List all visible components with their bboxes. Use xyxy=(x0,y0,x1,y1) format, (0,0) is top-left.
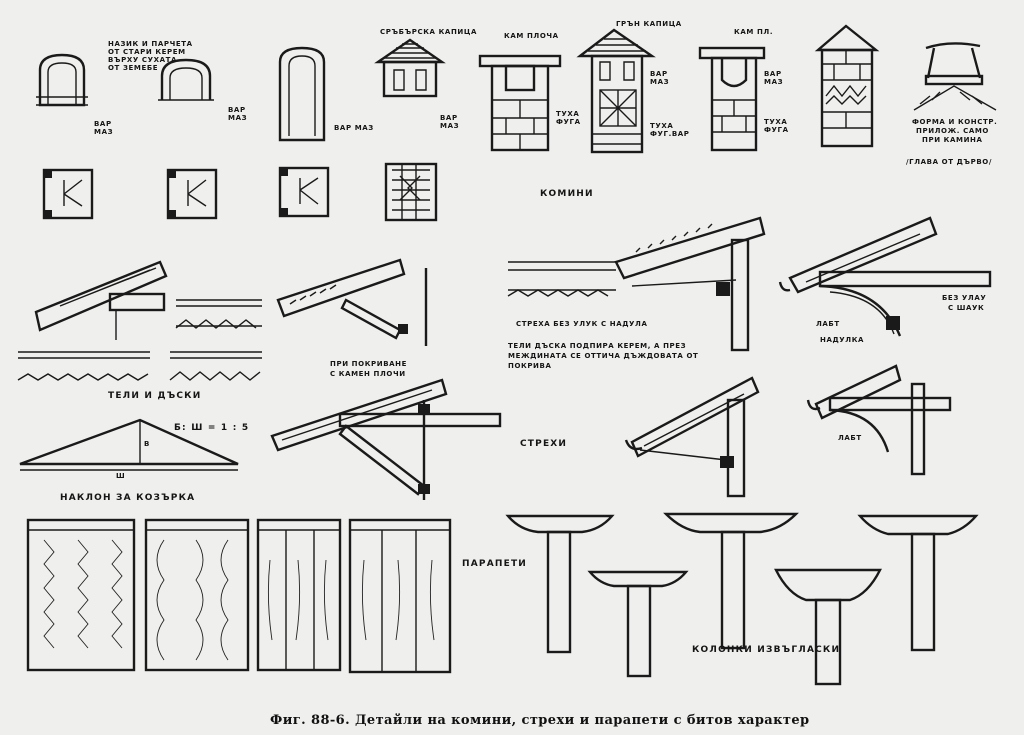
plan-section-2 xyxy=(166,168,218,220)
chimney-cap-tiled xyxy=(374,38,446,98)
chimney-tiled-cap-2 xyxy=(576,28,656,154)
chimney-wood-head xyxy=(913,42,997,111)
arch-window-1 xyxy=(36,53,88,107)
streha-bez-ulluk-label: СТРЕХА БЕЗ УЛУК С НАДУЛА xyxy=(516,320,647,328)
column-capital-3 xyxy=(663,512,799,650)
teli-boards-strips xyxy=(17,299,262,381)
var-maz-1a: ВАР xyxy=(94,120,112,128)
arch-frame-3 xyxy=(278,46,326,142)
tuha-fug-2a: ТУХА xyxy=(650,122,673,130)
panel-pattern-3 xyxy=(256,518,342,672)
tuha-fug-3b: ФУГА xyxy=(764,126,789,134)
sh-label: Ш xyxy=(116,472,125,480)
panel-pattern-4 xyxy=(348,518,452,674)
var-maz-3: ВАР МАЗ xyxy=(334,124,374,132)
teli-note-2: МЕЖДИНАТА СЕ ОТТИЧА ДЪЖДОВАТА ОТ xyxy=(508,352,698,360)
arch-note-line-2: ОТ СТАРИ КЕРЕМ xyxy=(108,48,186,56)
pri-pokrivane-1: ПРИ ПОКРИВАНЕ xyxy=(330,360,407,368)
forma-note-2: ПРИЛОЖ. САМО xyxy=(916,127,989,135)
bez-ulluk-2a: БЕЗ УЛАУ xyxy=(942,294,986,302)
ratio-label: Б: Ш = 1 : 5 xyxy=(174,423,249,433)
column-capital-4 xyxy=(774,568,882,686)
nadulka-label: НАДУЛКА xyxy=(820,336,864,344)
komini-label: КОМИНИ xyxy=(540,189,594,199)
chimney-stone-3 xyxy=(698,46,766,152)
arch-window-2 xyxy=(158,58,214,101)
tuha-fug-1b: ФУГА xyxy=(556,118,581,126)
eave-bracket-center xyxy=(270,378,502,500)
chimney-stone-4 xyxy=(814,24,880,148)
parapeti-label: ПАРАПЕТИ xyxy=(462,559,527,569)
plan-section-4 xyxy=(384,162,438,222)
forma-note-4: /ГЛАВА ОТ ДЪРВО/ xyxy=(906,158,992,166)
var-maz-6b: МАЗ xyxy=(764,78,783,86)
arch-note-line-4: ОТ ЗЕМЕБЕ xyxy=(108,64,158,72)
labt-1-label: ЛАБТ xyxy=(816,320,840,328)
arch-note-line-1: НАЗИК И ПАРЧЕТА xyxy=(108,40,193,48)
arch-note-line-3: ВЪРХУ СУХАТА xyxy=(108,56,177,64)
teli-note-3: ПОКРИВА xyxy=(508,362,551,370)
forma-note-1: ФОРМА И КОНСТР. xyxy=(912,118,997,126)
eave-detail-1 xyxy=(34,260,168,340)
var-maz-2b: МАЗ xyxy=(228,114,247,122)
var-maz-6a: ВАР xyxy=(764,70,782,78)
b-label: В xyxy=(144,440,150,448)
column-capital-2 xyxy=(587,570,689,678)
eave-bracket-right xyxy=(778,216,992,337)
strehi-label: СТРЕХИ xyxy=(520,439,567,449)
forma-note-3: ПРИ КАМИНА xyxy=(922,136,983,144)
roof-pitch-triangle xyxy=(19,418,239,471)
bez-ulluk-2b: С ШАУК xyxy=(948,304,984,312)
var-maz-1b: МАЗ xyxy=(94,128,113,136)
grad-kapica-label: ГРЪН КАПИЦА xyxy=(616,20,682,28)
eave-stepped-tiles xyxy=(507,216,766,352)
column-capital-1 xyxy=(505,514,615,654)
tuha-fug-3a: ТУХА xyxy=(764,118,787,126)
var-maz-5a: ВАР xyxy=(650,70,668,78)
column-capital-5 xyxy=(857,514,979,652)
var-maz-2a: ВАР xyxy=(228,106,246,114)
tuha-fug-1a: ТУХА xyxy=(556,110,579,118)
eave-detail-stone xyxy=(276,258,428,346)
naklon-label: НАКЛОН ЗА КОЗЪРКА xyxy=(60,493,195,503)
plan-section-1 xyxy=(42,168,94,220)
kerem-cap-label: СРЪБЪРСКА КАПИЦА xyxy=(380,28,477,36)
teli-note-1: ТЕЛИ ДЪСКА ПОДПИРА КЕРЕМ, А ПРЕЗ xyxy=(508,342,686,350)
var-maz-4a: ВАР xyxy=(440,114,458,122)
kam-pl-label: КАМ ПЛ. xyxy=(734,28,773,36)
kolonki-label: КОЛОНКИ ИЗВЪГЛАСКИ xyxy=(692,645,840,655)
labt-2-label: ЛАБТ xyxy=(838,434,862,442)
panel-pattern-2 xyxy=(144,518,250,672)
eave-gutter-1 xyxy=(624,376,760,498)
figure-caption: Фиг. 88-6. Детайли на комини, стрехи и п… xyxy=(270,713,810,728)
tuha-fug-2b: ФУГ.ВАР xyxy=(650,130,690,138)
panel-pattern-1 xyxy=(26,518,136,672)
teli-daski-label: ТЕЛИ И ДЪСКИ xyxy=(108,391,201,401)
var-maz-5b: МАЗ xyxy=(650,78,669,86)
chimney-stone-1 xyxy=(478,54,562,152)
var-maz-4b: МАЗ xyxy=(440,122,459,130)
plan-section-3 xyxy=(278,166,330,218)
eave-gutter-2 xyxy=(806,364,952,476)
kam-ploca-label: КАМ ПЛОЧА xyxy=(504,32,559,40)
pri-pokrivane-2: С КАМЕН ПЛОЧИ xyxy=(330,370,406,378)
